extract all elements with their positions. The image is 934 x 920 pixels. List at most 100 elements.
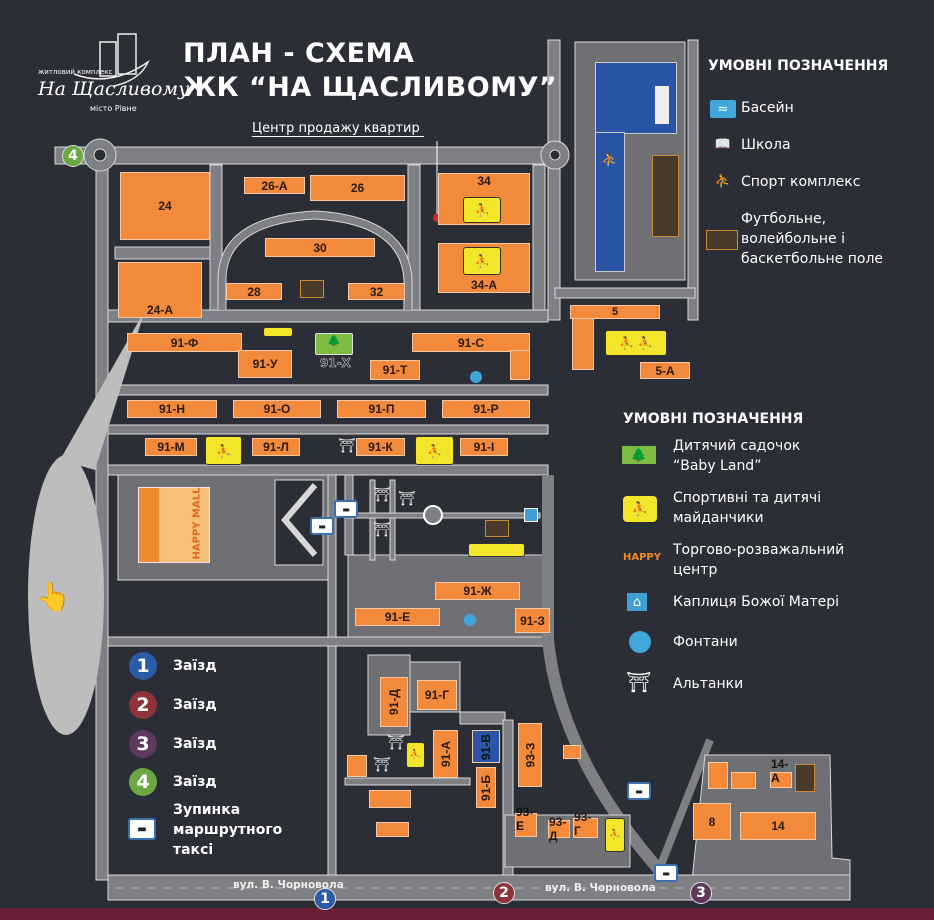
entry-1-marker[interactable]: 1 [314,888,336,910]
building-label: 91-К [368,440,393,454]
basketball-court-icon [795,764,815,792]
building-8[interactable]: 8 [693,803,731,840]
sport-complex-icon: ⛹ [714,173,732,189]
building-label: 24 [158,199,172,213]
building-5a[interactable]: 5-А [640,362,690,379]
building-label: 93-Д [549,815,567,843]
legend-entry-label: Заїзд [173,658,217,674]
legend-item-label: Футбольне, волейбольне і баскетбольне по… [741,211,884,267]
sports-field-icon [652,155,679,237]
street-label: вул. В. Чорновола [545,882,656,894]
building-91s[interactable]: 91-С [412,333,530,352]
building-24a[interactable]: 24-А [118,262,202,318]
building-unlabeled [347,755,367,777]
building-label: 91-Л [263,440,289,454]
building-label: 91-М [157,440,185,454]
building-91b[interactable]: 91-Б [476,767,496,808]
building-24[interactable]: 24 [120,172,210,240]
happy-mall-building[interactable]: HAPPY MALL [138,487,210,563]
building-label: 93-Е [516,805,534,833]
building-91t[interactable]: 91-Т [370,360,420,380]
building-91p[interactable]: 91-П [337,400,426,418]
building-label: 91-О [263,402,291,416]
building-label: 91-Т [382,363,408,377]
logo-city: місто Рівне [90,104,137,113]
building-91e[interactable]: 91-Е [355,608,440,626]
building-label: 26 [350,181,365,195]
building-unlabeled [708,762,728,789]
building-28[interactable]: 28 [226,283,282,300]
page-title-line2: ЖК “НА ЩАСЛИВОМУ” [183,72,558,103]
playground-93: ⛹ [605,818,625,852]
page-title-line1: ПЛАН - СХЕМА [183,38,415,69]
building-label: 91-В [479,733,494,760]
gazebo-icon: ⛩ [373,757,391,773]
building-93e[interactable]: 93-Е [515,805,537,837]
building-5-wing [572,318,594,370]
building-label: 93-Г [574,810,592,838]
building-91r[interactable]: 91-Р [442,400,530,418]
footer-strip [0,908,934,920]
entry-3-legend-icon: 3 [129,730,157,758]
building-26a[interactable]: 26-А [244,177,305,194]
fountain-icon [470,371,482,383]
kindergarten-building[interactable]: 🌲 [315,333,353,355]
logo-building-hand-icon [73,33,150,87]
entry-4-marker[interactable]: 4 [62,145,84,167]
building-91o[interactable]: 91-О [233,400,321,418]
building-label: 34 [477,174,491,188]
building-5[interactable]: 5 [570,305,660,319]
playground-34a: ⛹ [463,247,501,275]
sport-complex-building: ⛹ [595,132,625,272]
legend-item-label: Спорт комплекс [741,174,861,190]
school-91v[interactable]: 91-В [472,730,500,763]
bus-stop-icon: ▬ [654,864,678,882]
entry-3-marker[interactable]: 3 [690,882,712,904]
sales-center-label[interactable]: Центр продажу квартир [252,121,424,137]
entry-2-marker[interactable]: 2 [493,882,515,904]
gazebo-icon: ⛩ [373,522,391,538]
building-30[interactable]: 30 [265,238,375,257]
building-91m[interactable]: 91-М [145,438,197,456]
building-label: 91-І [473,440,495,454]
building-91u[interactable]: 91-У [238,350,292,378]
building-label: 91-А [438,740,453,768]
legend-item-label: Торгово-розважальний центр [673,542,845,578]
basketball-court-icon [300,280,324,298]
entry-4-legend-icon: 4 [129,768,157,796]
building-label: 5 [611,306,619,318]
building-91f[interactable]: 91-Ф [127,333,242,352]
building-14a[interactable]: 14-А [770,757,792,788]
building-unlabeled [731,772,756,789]
building-label: 32 [369,284,384,299]
gazebo-icon: ⛩ [338,438,356,454]
building-91z[interactable]: 91-З [515,608,550,633]
building-32[interactable]: 32 [348,283,405,300]
mall-icon: HAPPY [622,551,661,563]
bus-stop-legend-label: Зупинка маршрутного таксі [173,802,283,858]
fountain-icon [464,614,476,626]
building-91zh[interactable]: 91-Ж [435,582,520,600]
building-label: 91-Р [473,402,499,416]
building-93z[interactable]: 93-З [518,723,542,787]
building-91l[interactable]: 91-Л [252,438,300,456]
building-26[interactable]: 26 [310,175,405,201]
building-label: 14 [771,819,785,833]
building-91d[interactable]: 91-Д [380,677,408,727]
building-14[interactable]: 14 [740,812,816,840]
building-91n[interactable]: 91-Н [127,400,217,418]
building-91i[interactable]: 91-І [460,438,508,456]
building-91a[interactable]: 91-А [433,730,458,778]
building-91k[interactable]: 91-К [356,438,405,456]
building-unlabeled [376,822,409,837]
chapel-icon: ⌂ [627,593,647,611]
street-label: вул. В. Чорновола [233,879,344,891]
kindergarten-icon: 🌲 [622,446,656,464]
building-93d[interactable]: 93-Д [548,815,570,843]
building-91g[interactable]: 91-Г [417,680,457,710]
building-93g[interactable]: 93-Г [573,810,598,838]
building-label: 91-З [520,613,545,628]
building-label: 91-Ж [463,584,492,598]
playground-central [468,543,525,557]
school-icon: 📖 [714,136,732,152]
